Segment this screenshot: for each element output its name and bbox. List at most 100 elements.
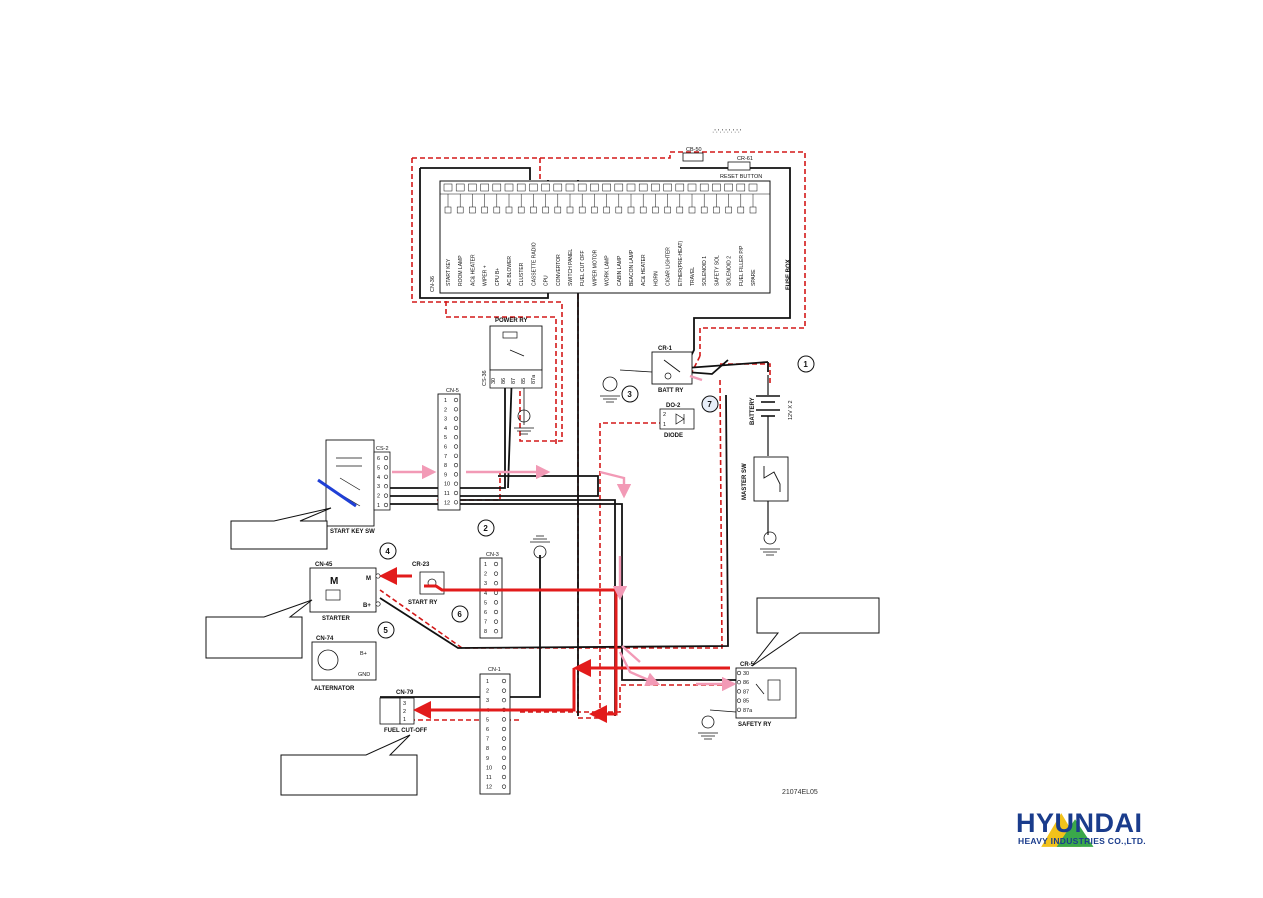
callout-box-fuel-cut: [280, 734, 418, 796]
start-key-label: START KEY SW: [330, 529, 375, 535]
pin-terminal: [493, 590, 499, 595]
fuse-label: CPU: [544, 275, 550, 286]
starter-term-b: B+: [363, 603, 371, 609]
pin-terminal: [453, 463, 459, 468]
pin-label: 2: [484, 572, 487, 578]
fuse-holder: [530, 206, 537, 214]
pin-label: 5: [486, 717, 489, 723]
alternator: CN-74 B+ GND ALTERNATOR: [311, 636, 377, 692]
start-relay: CR-23 START RY: [408, 562, 445, 606]
callout-circle: [451, 605, 469, 623]
fuel-cut-conn: CN-79: [396, 690, 414, 696]
fuse-holder: [542, 206, 549, 214]
pin-label: 1: [444, 398, 447, 404]
fuse-label: HORN: [653, 271, 659, 286]
pin-terminal: [736, 707, 742, 712]
pin-label: 6: [377, 456, 380, 462]
pin-label: 6: [444, 445, 447, 451]
callout-number: 1: [803, 360, 808, 369]
fuse-cell: [736, 183, 746, 192]
pin-terminal: [736, 698, 742, 703]
pin-label: 5: [444, 435, 447, 441]
fuse-label: WORK LAMP: [605, 255, 611, 286]
pin-label: 5: [377, 465, 380, 471]
fuse-holder: [749, 206, 757, 214]
callout-number: 7: [707, 400, 712, 409]
callout-box-starter: [205, 599, 313, 659]
pin-label: 7: [486, 737, 489, 743]
pin-label: 12: [486, 785, 492, 791]
diode: DO-2 2 1 DIODE: [659, 403, 695, 439]
reset-button-group: CB-50 CR-61 RESET BUTTON: [682, 147, 762, 180]
fuse-cell: [553, 183, 563, 192]
pin-label: 87a: [531, 374, 537, 384]
pin-label: 3: [486, 698, 489, 704]
cn1-label: CN-1: [488, 667, 501, 673]
pin-terminal: [501, 688, 507, 693]
alternator-term-gnd: GND: [358, 672, 370, 678]
pin-terminal: [453, 444, 459, 449]
callout-box-start-key: [230, 507, 332, 550]
fuse-label: CONVERTOR: [556, 254, 562, 286]
pin-terminal: [383, 465, 389, 470]
callout-circle: [379, 542, 397, 560]
fuse-label: BEACON LAMP: [629, 249, 635, 286]
fuse-cell: [577, 183, 587, 192]
pin-terminal: [501, 678, 507, 684]
fuse-cell: [748, 183, 758, 192]
callout-boxes: [205, 507, 880, 796]
fuel-cut-pins: 321: [403, 701, 406, 723]
fuse-cell: [455, 183, 465, 192]
safety-ry-ground-icon: [701, 715, 715, 729]
pin-label: 30: [743, 671, 749, 677]
pin-label: 7: [484, 620, 487, 626]
fuse-holder: [725, 206, 732, 214]
callout-circle: [701, 395, 719, 413]
start-ry-label: START RY: [408, 600, 437, 606]
starter-motor: CN-45 M M B+ STARTER: [309, 562, 381, 622]
pin-terminal: [383, 455, 389, 461]
fuse-holder: [481, 206, 488, 214]
battery: BATTERY 12V X 2: [750, 375, 794, 456]
fuse-cell: [638, 183, 648, 192]
pin-terminal: [736, 670, 742, 676]
pin-label: 2: [486, 689, 489, 695]
batt-ry-ground-icon: [602, 376, 618, 392]
starter-label: STARTER: [322, 616, 351, 622]
pin-terminal: [453, 500, 459, 505]
fuse-cell: [687, 183, 697, 192]
pin-terminal: [383, 493, 389, 498]
pin-label: 1: [486, 679, 489, 685]
fuse-holder: [652, 206, 659, 214]
callout-number: 5: [383, 626, 388, 635]
pin-terminal: [501, 765, 507, 770]
alternator-term-b: B+: [360, 651, 367, 657]
fuse-label: SWITCH PANEL: [568, 249, 574, 286]
fuse-holder: [444, 206, 452, 214]
fuse-label: SOLENOID 2: [727, 256, 733, 286]
master-switch: MASTER SW: [742, 456, 789, 556]
starter-conn: CN-45: [315, 562, 333, 568]
pin-terminal: [383, 474, 389, 479]
pin-terminal: [501, 774, 507, 780]
pin-terminal: [501, 698, 507, 703]
power-ry-label: POWER RY: [495, 318, 527, 324]
fuse-label: CIGAR LIGHTER: [666, 247, 672, 286]
fuse-label: WIPER MOTOR: [592, 249, 598, 286]
battery-label: BATTERY: [750, 397, 756, 425]
pin-label: 10: [444, 482, 450, 488]
pin-label: 85: [743, 699, 749, 705]
start-ry-conn: CR-23: [412, 562, 430, 568]
fuse-holder: [700, 206, 708, 214]
alternator-conn: CN-74: [316, 636, 334, 642]
safety-ry-label: SAFETY RY: [738, 722, 771, 728]
